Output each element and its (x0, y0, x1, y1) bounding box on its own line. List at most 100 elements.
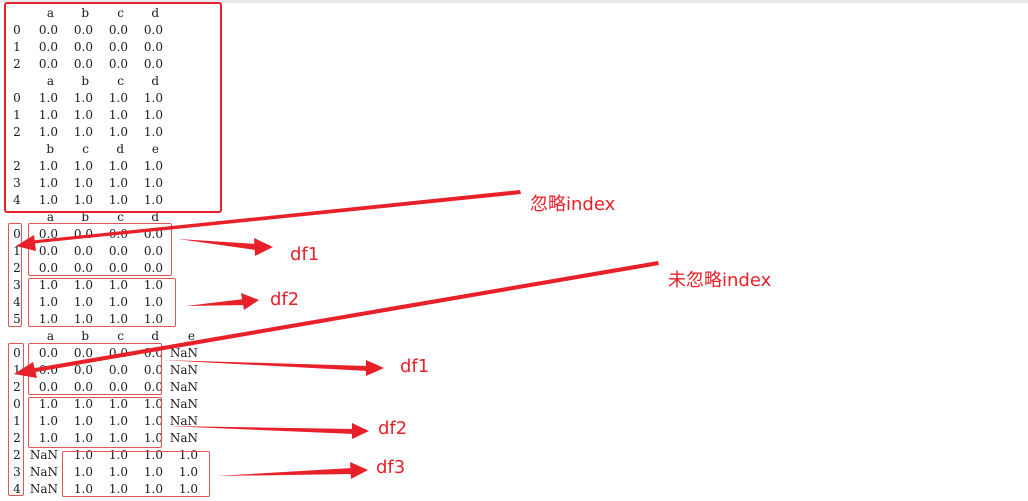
cell-value: 1.0 (108, 193, 128, 207)
cell-value: 1.0 (143, 193, 163, 207)
column-label: c (117, 74, 124, 88)
cell-value: 0.0 (108, 380, 128, 394)
cell-value: 1.0 (73, 278, 93, 292)
cell-value: 0.0 (108, 261, 128, 275)
cell-value: 1.0 (38, 414, 58, 428)
cell-value: 1.0 (143, 414, 163, 428)
column-label: b (81, 329, 89, 343)
row-index: 1 (13, 108, 21, 122)
highlight-box-first-three-dataframes (4, 2, 222, 213)
row-index: 2 (13, 431, 21, 445)
cell-value: 1.0 (38, 278, 58, 292)
cell-value: 1.0 (38, 193, 58, 207)
cell-value: 1.0 (143, 278, 163, 292)
annotation-df1-not-ignored: df1 (400, 356, 430, 377)
cell-value: 0.0 (38, 40, 58, 54)
column-label: a (46, 6, 54, 20)
row-index: 5 (13, 312, 21, 326)
cell-value: NaN (169, 346, 198, 360)
row-index: 1 (13, 244, 21, 258)
highlight-box-index-ignored (8, 223, 22, 327)
cell-value: 1.0 (73, 465, 93, 479)
row-index: 2 (13, 57, 21, 71)
row-index: 0 (13, 91, 21, 105)
cell-value: 1.0 (73, 159, 93, 173)
cell-value: 0.0 (143, 380, 163, 394)
column-label: d (151, 210, 159, 224)
row-index: 1 (13, 40, 21, 54)
row-index: 1 (13, 363, 21, 377)
cell-value: 1.0 (108, 414, 128, 428)
cell-value: 1.0 (143, 431, 163, 445)
cell-value: 1.0 (73, 108, 93, 122)
annotation-df2-not-ignored: df2 (378, 418, 408, 439)
cell-value: 0.0 (73, 23, 93, 37)
cell-value: 0.0 (38, 244, 58, 258)
cell-value: 1.0 (38, 295, 58, 309)
cell-value: 0.0 (108, 363, 128, 377)
cell-value: 0.0 (38, 380, 58, 394)
row-index: 0 (13, 23, 21, 37)
cell-value: 0.0 (143, 363, 163, 377)
cell-value: NaN (29, 465, 58, 479)
cell-value: NaN (169, 397, 198, 411)
cell-value: NaN (169, 414, 198, 428)
column-label: c (82, 142, 89, 156)
annotation-ignore-index: 忽略index (530, 194, 616, 215)
cell-value: 0.0 (73, 244, 93, 258)
row-index: 4 (13, 482, 21, 496)
cell-value: 1.0 (38, 159, 58, 173)
cell-value: 0.0 (143, 244, 163, 258)
cell-value: 1.0 (73, 482, 93, 496)
cell-value: 1.0 (143, 312, 163, 326)
annotation-df3-not-ignored: df3 (376, 457, 406, 478)
cell-value: 1.0 (143, 465, 163, 479)
cell-value: 1.0 (38, 108, 58, 122)
cell-value: 0.0 (108, 40, 128, 54)
cell-value: 1.0 (108, 159, 128, 173)
column-label: b (46, 142, 54, 156)
cell-value: 0.0 (73, 363, 93, 377)
row-index: 0 (13, 227, 21, 241)
row-index: 3 (13, 176, 21, 190)
cell-value: 0.0 (38, 261, 58, 275)
cell-value: 1.0 (73, 431, 93, 445)
cell-value: 0.0 (143, 261, 163, 275)
cell-value: 1.0 (108, 91, 128, 105)
cell-value: NaN (29, 482, 58, 496)
cell-value: 1.0 (38, 397, 58, 411)
column-label: b (81, 210, 89, 224)
cell-value: 1.0 (143, 397, 163, 411)
cell-value: 0.0 (143, 57, 163, 71)
cell-value: 1.0 (143, 108, 163, 122)
cell-value: NaN (169, 363, 198, 377)
cell-value: 0.0 (73, 40, 93, 54)
cell-value: 0.0 (38, 23, 58, 37)
column-label: a (46, 329, 54, 343)
arrow-df1-not-ignored (162, 360, 384, 376)
cell-value: 1.0 (73, 397, 93, 411)
cell-value: 1.0 (38, 431, 58, 445)
row-index: 3 (13, 465, 21, 479)
cell-value: NaN (29, 448, 58, 462)
cell-value: 1.0 (38, 312, 58, 326)
cell-value: 1.0 (108, 482, 128, 496)
cell-value: 0.0 (73, 57, 93, 71)
arrow-df2-ignored (186, 293, 259, 310)
